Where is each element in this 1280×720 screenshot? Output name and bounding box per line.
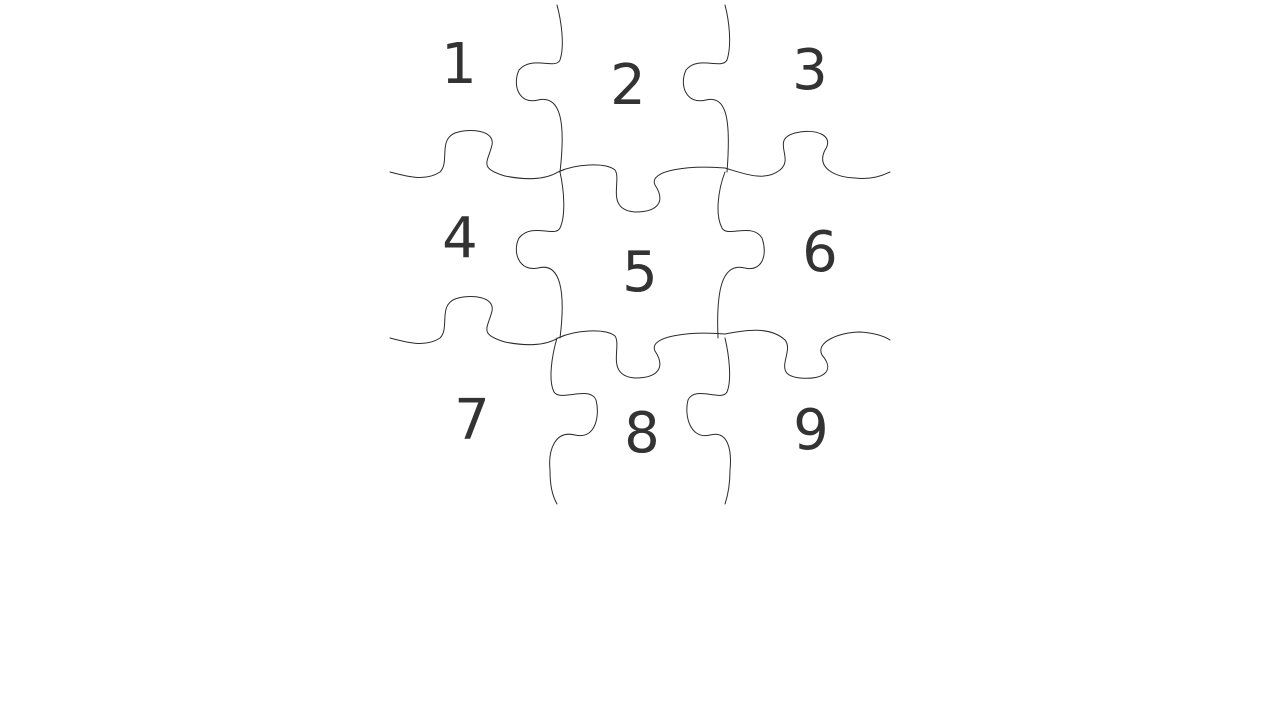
- piece-number-5: 5: [622, 240, 658, 305]
- piece-number-6: 6: [802, 220, 838, 285]
- cut-line-v-4-5: [515, 171, 565, 339]
- piece-numbers: 1 2 3 4 5 6 7 8 9: [441, 32, 838, 466]
- piece-number-1: 1: [441, 32, 477, 97]
- piece-number-9: 9: [793, 398, 829, 463]
- piece-number-8: 8: [624, 401, 660, 466]
- cut-line-h-1-2: [389, 130, 891, 213]
- piece-number-2: 2: [610, 53, 646, 118]
- piece-number-3: 3: [792, 38, 828, 103]
- piece-number-7: 7: [454, 388, 490, 453]
- piece-number-4: 4: [442, 206, 478, 271]
- cut-line-v-8-9: [686, 337, 731, 505]
- cut-line-v-5-6: [717, 171, 765, 339]
- cut-line-h-2-3: [389, 296, 891, 379]
- cut-line-v-2-3: [682, 4, 731, 173]
- cut-line-v-7-8: [549, 337, 598, 505]
- cut-line-v-1-2: [515, 4, 563, 173]
